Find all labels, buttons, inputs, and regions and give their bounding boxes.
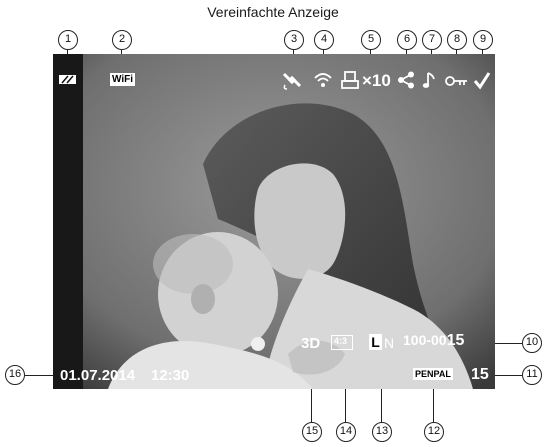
callout-11: 11 [522,365,542,385]
file-number-suffix: 15 [446,332,465,349]
photo-mother-and-baby [53,54,495,389]
callout-2: 2 [112,30,132,50]
print-count: ×10 [362,71,391,90]
print-reservation-icon [341,71,359,89]
time-display: 12:30 [151,367,190,384]
callout-5: 5 [361,30,381,50]
music-note-icon [422,72,435,88]
callout-15: 15 [302,422,322,442]
leader-line-11 [487,375,522,377]
callout-10: 10 [522,333,542,353]
art-filter-badge: PENPAL [413,368,453,380]
share-icon [398,71,414,89]
callout-9: 9 [473,30,493,50]
check-mark-icon [473,72,491,90]
leader-line-16 [25,375,60,377]
callout-3: 3 [284,30,304,50]
three-d-indicator: 3D [301,335,321,352]
file-number-prefix: 100-00 [403,332,447,348]
wifi-badge-icon: WiFi [110,73,136,86]
picture-mode-number: 15 [471,366,489,383]
wireless-signal-icon [314,73,332,87]
protect-key-icon [445,76,467,86]
date-display: 01.07.2014 [60,367,136,384]
leader-line-12 [433,382,435,422]
callout-4: 4 [314,30,334,50]
callout-16: 16 [5,365,25,385]
callout-13: 13 [372,422,392,442]
image-size-badge: L [369,334,382,350]
aspect-ratio-indicator: 4:3 [331,335,353,350]
compression-label: N [384,335,395,351]
aspect-ratio-label: 4:3 [334,336,348,346]
callout-12: 12 [424,422,444,442]
callout-7: 7 [422,30,442,50]
diagram-title: Vereinfachte Anzeige [207,4,339,20]
callout-8: 8 [447,30,467,50]
leader-line-10 [487,343,522,345]
callout-1: 1 [58,30,78,50]
callout-14: 14 [336,422,356,442]
gps-satellite-icon [282,72,302,90]
callout-6: 6 [397,30,417,50]
battery-icon [59,75,76,84]
camera-playback-screen: WiFi ×10 100-0015 3D 4:3 [53,54,495,389]
file-number: 100-0015 [403,332,464,350]
